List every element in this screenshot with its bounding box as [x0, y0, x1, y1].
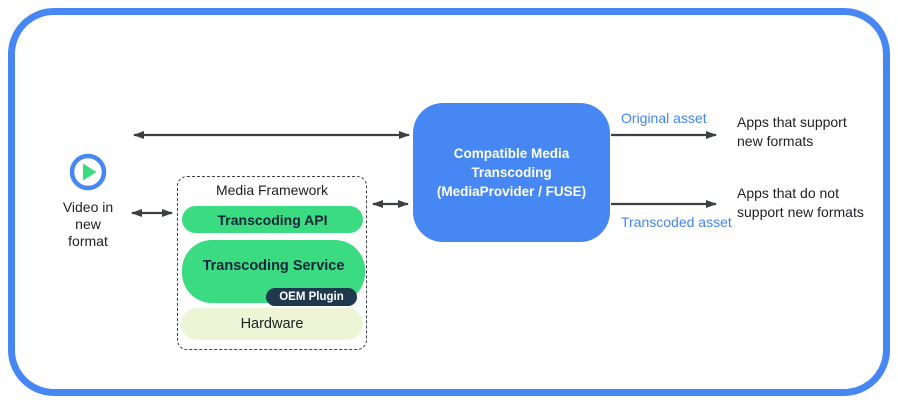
transcoded-asset-label: Transcoded asset — [621, 214, 732, 230]
play-icon — [69, 153, 107, 191]
transcoding-api-pill: Transcoding API — [182, 206, 363, 233]
media-framework-title: Media Framework — [215, 182, 329, 198]
diagram-frame — [8, 8, 890, 396]
apps-no-support-label: Apps that do not support new formats — [737, 185, 864, 220]
original-asset-label: Original asset — [621, 110, 707, 126]
video-source-label: Video in new format — [62, 199, 114, 249]
media-framework-box — [177, 176, 367, 350]
oem-plugin-pill: OEM Plugin — [266, 288, 357, 306]
compatible-media-transcoding-box: Compatible Media Transcoding (MediaProvi… — [413, 103, 610, 242]
hardware-pill: Hardware — [181, 308, 363, 340]
apps-support-label: Apps that support new formats — [737, 114, 847, 149]
